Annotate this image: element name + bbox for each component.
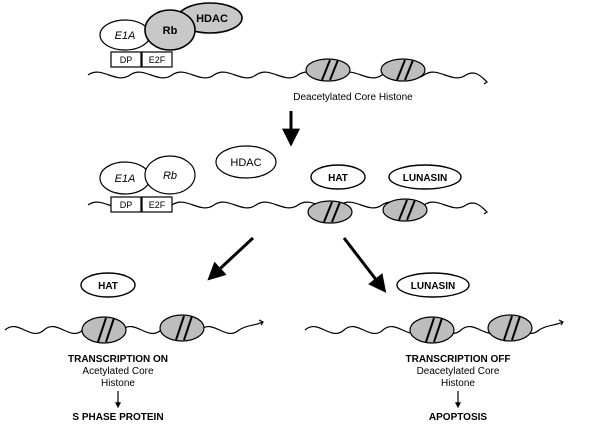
- dp-label: DP: [120, 55, 133, 65]
- histone-1: [305, 58, 351, 82]
- histone-deacetylated-1: [409, 316, 455, 344]
- apoptosis-label: APOPTOSIS: [429, 412, 487, 423]
- dna-end-tick: [482, 77, 488, 85]
- histone-acetylated-1: [81, 316, 127, 344]
- rb-label: Rb: [163, 25, 178, 37]
- histone-1: [307, 200, 353, 224]
- dna-strand: [87, 71, 487, 82]
- e1a-label: E1A: [115, 30, 136, 42]
- rb-protein: [144, 155, 196, 195]
- dna-end-tick: [258, 319, 264, 326]
- dp-box: [110, 196, 142, 213]
- lunasin-protein: [396, 272, 470, 298]
- hat-protein: [80, 272, 136, 298]
- hat-protein: [310, 164, 366, 190]
- hat-label: HAT: [328, 173, 348, 184]
- arrow-to-left-branch: [207, 236, 255, 281]
- dp-label: DP: [120, 200, 133, 210]
- left-branch-group: HAT TRANSCRIPTION ON Acetylated Core His…: [4, 272, 264, 423]
- rb-protein: [144, 9, 196, 51]
- arrow-to-right-branch: [342, 237, 387, 293]
- lunasin-label: LUNASIN: [403, 173, 447, 184]
- transcription-on-title: TRANSCRIPTION ON: [68, 354, 168, 365]
- hdac-label: HDAC: [196, 13, 228, 25]
- right-branch-group: LUNASIN TRANSCRIPTION OFF Deacetylated C…: [304, 272, 564, 423]
- stage2-group: E1A Rb DP E2F HDAC HAT LUNASIN: [87, 145, 488, 224]
- stage1-group: E1A HDAC Rb DP E2F Deacetylated Core His…: [87, 2, 488, 103]
- transcription-off-sub1: Deacetylated Core: [417, 366, 500, 377]
- hdac-free-label: HDAC: [230, 157, 261, 169]
- transcription-on-sub2: Histone: [101, 378, 135, 389]
- e2f-label: E2F: [149, 55, 166, 65]
- dna-end-tick: [558, 319, 564, 326]
- lunasin-label: LUNASIN: [411, 281, 455, 292]
- histone-deacetylated-2: [487, 314, 533, 342]
- e1a-label: E1A: [115, 173, 136, 185]
- rb-label: Rb: [163, 170, 177, 182]
- lunasin-protein: [388, 164, 462, 190]
- e2f-box: [141, 196, 173, 213]
- e2f-box: [141, 51, 173, 68]
- e2f-label: E2F: [149, 200, 166, 210]
- dp-box: [110, 51, 142, 68]
- histone-2: [380, 58, 426, 82]
- hdac-free: [215, 145, 277, 179]
- histone-2: [382, 198, 428, 222]
- transcription-on-sub1: Acetylated Core: [82, 366, 154, 377]
- histone-acetylated-2: [159, 314, 205, 342]
- s-phase-protein-label: S PHASE PROTEIN: [72, 412, 163, 423]
- deacetylated-caption: Deacetylated Core Histone: [293, 92, 413, 103]
- transcription-off-sub2: Histone: [441, 378, 475, 389]
- dna-strand: [4, 321, 263, 334]
- dna-end-tick: [482, 207, 488, 215]
- transcription-off-title: TRANSCRIPTION OFF: [406, 354, 511, 365]
- hat-label: HAT: [98, 281, 118, 292]
